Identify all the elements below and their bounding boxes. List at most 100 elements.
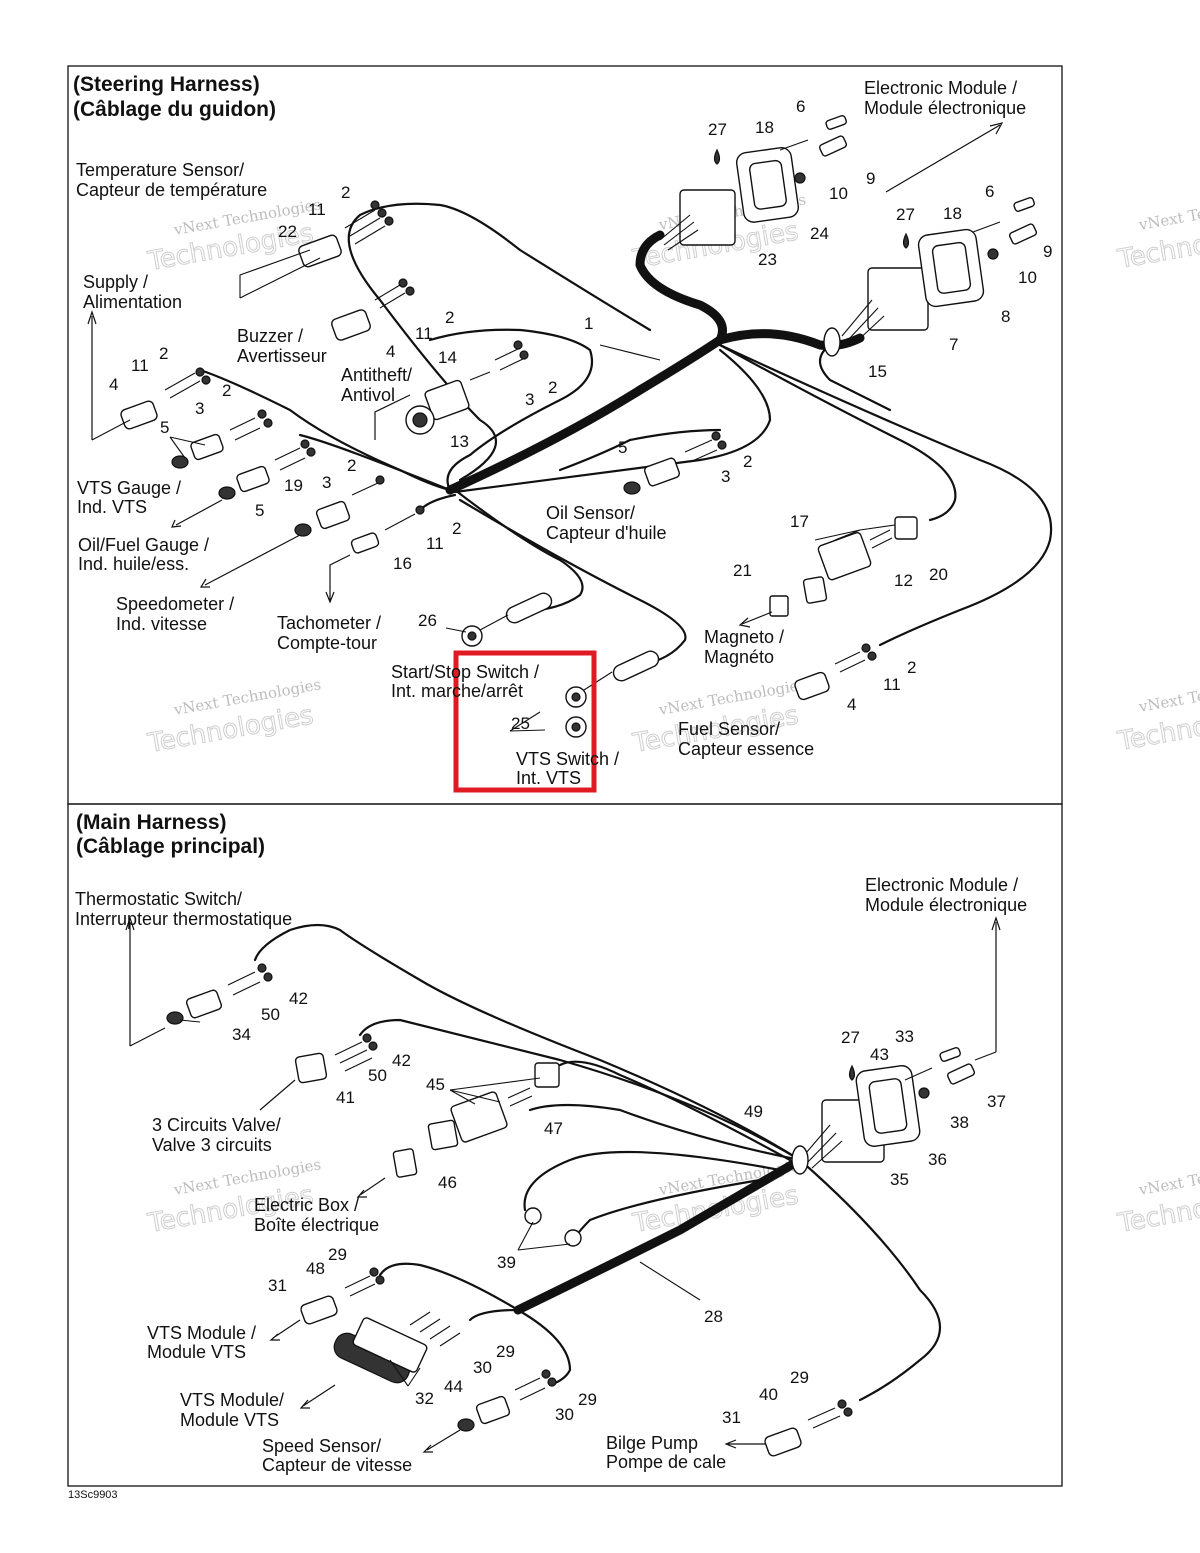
connector-magneto xyxy=(769,516,918,617)
callout: 7 xyxy=(949,335,958,354)
callout: 46 xyxy=(438,1173,457,1192)
callout: 18 xyxy=(755,118,774,137)
callout: 16 xyxy=(393,554,412,573)
connector-oil-fuel-gauge xyxy=(218,439,316,500)
callout: 35 xyxy=(890,1170,909,1189)
callout: 4 xyxy=(109,375,118,394)
callout: 37 xyxy=(987,1092,1006,1111)
callout: 1 xyxy=(584,314,593,333)
callout: 10 xyxy=(829,184,848,203)
steering-title-en: (Steering Harness) xyxy=(73,73,260,96)
label-electronic-module-en: Electronic Module / xyxy=(864,78,1017,98)
label-vts-module-1-fr: Module VTS xyxy=(147,1342,246,1362)
label-vts-gauge-fr: Ind. VTS xyxy=(77,497,147,517)
callout: 44 xyxy=(444,1377,463,1396)
callout: 2 xyxy=(341,183,350,202)
ring-terminals xyxy=(524,1207,582,1247)
callout: 21 xyxy=(733,561,752,580)
label-vts-switch-fr: Int. VTS xyxy=(516,768,581,788)
label-start-stop-switch-fr: Int. marche/arrêt xyxy=(391,681,523,701)
label-vts-switch-en: VTS Switch / xyxy=(516,749,619,769)
callout: 8 xyxy=(1001,307,1010,326)
callout: 5 xyxy=(618,438,627,457)
watermark-text: vNext Technologies xyxy=(1137,1155,1200,1199)
watermark-text: vNext Technologies xyxy=(1137,190,1200,234)
label-electric-box-fr: Boîte électrique xyxy=(254,1215,379,1235)
callout: 27 xyxy=(708,120,727,139)
label-oil-sensor-en: Oil Sensor/ xyxy=(546,503,635,523)
callout: 26 xyxy=(418,611,437,630)
callout: 13 xyxy=(450,432,469,451)
callout: 29 xyxy=(496,1342,515,1361)
callout: 31 xyxy=(268,1276,287,1295)
steering-leader-lines xyxy=(87,122,1004,732)
callout: 36 xyxy=(928,1150,947,1169)
callout: 2 xyxy=(548,378,557,397)
steering-components xyxy=(120,114,1038,738)
callout: 45 xyxy=(426,1075,445,1094)
main-labels: Thermostatic Switch/ Interrupteur thermo… xyxy=(75,875,1027,1475)
label-tachometer-en: Tachometer / xyxy=(277,613,381,633)
callout: 29 xyxy=(328,1245,347,1264)
label-fuel-sensor-fr: Capteur essence xyxy=(678,739,814,759)
label-magneto-fr: Magnéto xyxy=(704,647,774,667)
steering-trunk xyxy=(445,329,865,495)
steering-trunk-upper xyxy=(635,230,727,345)
label-three-circuits-valve-fr: Valve 3 circuits xyxy=(152,1135,272,1155)
callout: 14 xyxy=(438,348,457,367)
label-three-circuits-valve-en: 3 Circuits Valve/ xyxy=(152,1115,281,1135)
callout: 32 xyxy=(415,1389,434,1408)
callout: 10 xyxy=(1018,268,1037,287)
label-oil-sensor-fr: Capteur d'huile xyxy=(546,523,667,543)
label-speed-sensor-en: Speed Sensor/ xyxy=(262,1436,381,1456)
callout: 42 xyxy=(392,1051,411,1070)
vts-switch-part xyxy=(565,650,660,738)
main-title-en: (Main Harness) xyxy=(76,811,227,834)
label-speed-sensor-fr: Capteur de vitesse xyxy=(262,1455,412,1475)
connector-temperature-sensor xyxy=(298,200,394,268)
connector-three-circuits-valve xyxy=(294,1033,378,1084)
callout: 11 xyxy=(426,534,444,553)
label-oil-fuel-gauge-en: Oil/Fuel Gauge / xyxy=(78,535,209,555)
callout: 41 xyxy=(336,1088,355,1107)
callout: 18 xyxy=(943,204,962,223)
callout: 40 xyxy=(759,1385,778,1404)
callout: 9 xyxy=(866,169,875,188)
connector-supply xyxy=(120,367,211,430)
label-temperature-sensor-en: Temperature Sensor/ xyxy=(76,160,244,180)
callout: 6 xyxy=(796,97,805,116)
callout: 12 xyxy=(894,571,913,590)
electronic-module-connector-lower xyxy=(841,228,985,345)
label-oil-fuel-gauge-fr: Ind. huile/ess. xyxy=(78,554,189,574)
highlight-box xyxy=(453,650,597,793)
callout: 27 xyxy=(896,205,915,224)
callout: 2 xyxy=(452,519,461,538)
callout: 6 xyxy=(985,182,994,201)
label-thermostatic-switch-fr: Interrupteur thermostatique xyxy=(75,909,292,929)
callout: 22 xyxy=(278,222,297,241)
label-speedometer-fr: Ind. vitesse xyxy=(116,614,207,634)
callout: 50 xyxy=(261,1005,280,1024)
label-antitheft-fr: Antivol xyxy=(341,385,395,405)
connector-vts-module-1 xyxy=(300,1267,385,1325)
callout: 30 xyxy=(555,1405,574,1424)
figure-code: 13Sc9903 xyxy=(68,1489,118,1501)
connector-bilge-pump xyxy=(764,1399,853,1457)
main-trunk xyxy=(513,1155,805,1315)
connector-vts-gauge xyxy=(171,409,273,469)
label-magneto-en: Magneto / xyxy=(704,627,784,647)
electronic-module-connector-main xyxy=(799,1046,976,1169)
label-start-stop-switch-en: Start/Stop Switch / xyxy=(391,662,539,682)
steering-harness-wiring xyxy=(198,202,1053,667)
callout: 2 xyxy=(222,381,231,400)
watermark-text: vNext Technologies xyxy=(1137,672,1200,716)
main-title-fr: (Câblage principal) xyxy=(76,835,265,858)
connector-fuel-sensor xyxy=(794,643,877,701)
label-buzzer-en: Buzzer / xyxy=(237,326,303,346)
label-electronic-module-fr: Module électronique xyxy=(864,98,1026,118)
callout: 42 xyxy=(289,989,308,1008)
label-fuel-sensor-en: Fuel Sensor/ xyxy=(678,719,780,739)
callout: 24 xyxy=(810,224,829,243)
label-temperature-sensor-fr: Capteur de température xyxy=(76,180,267,200)
